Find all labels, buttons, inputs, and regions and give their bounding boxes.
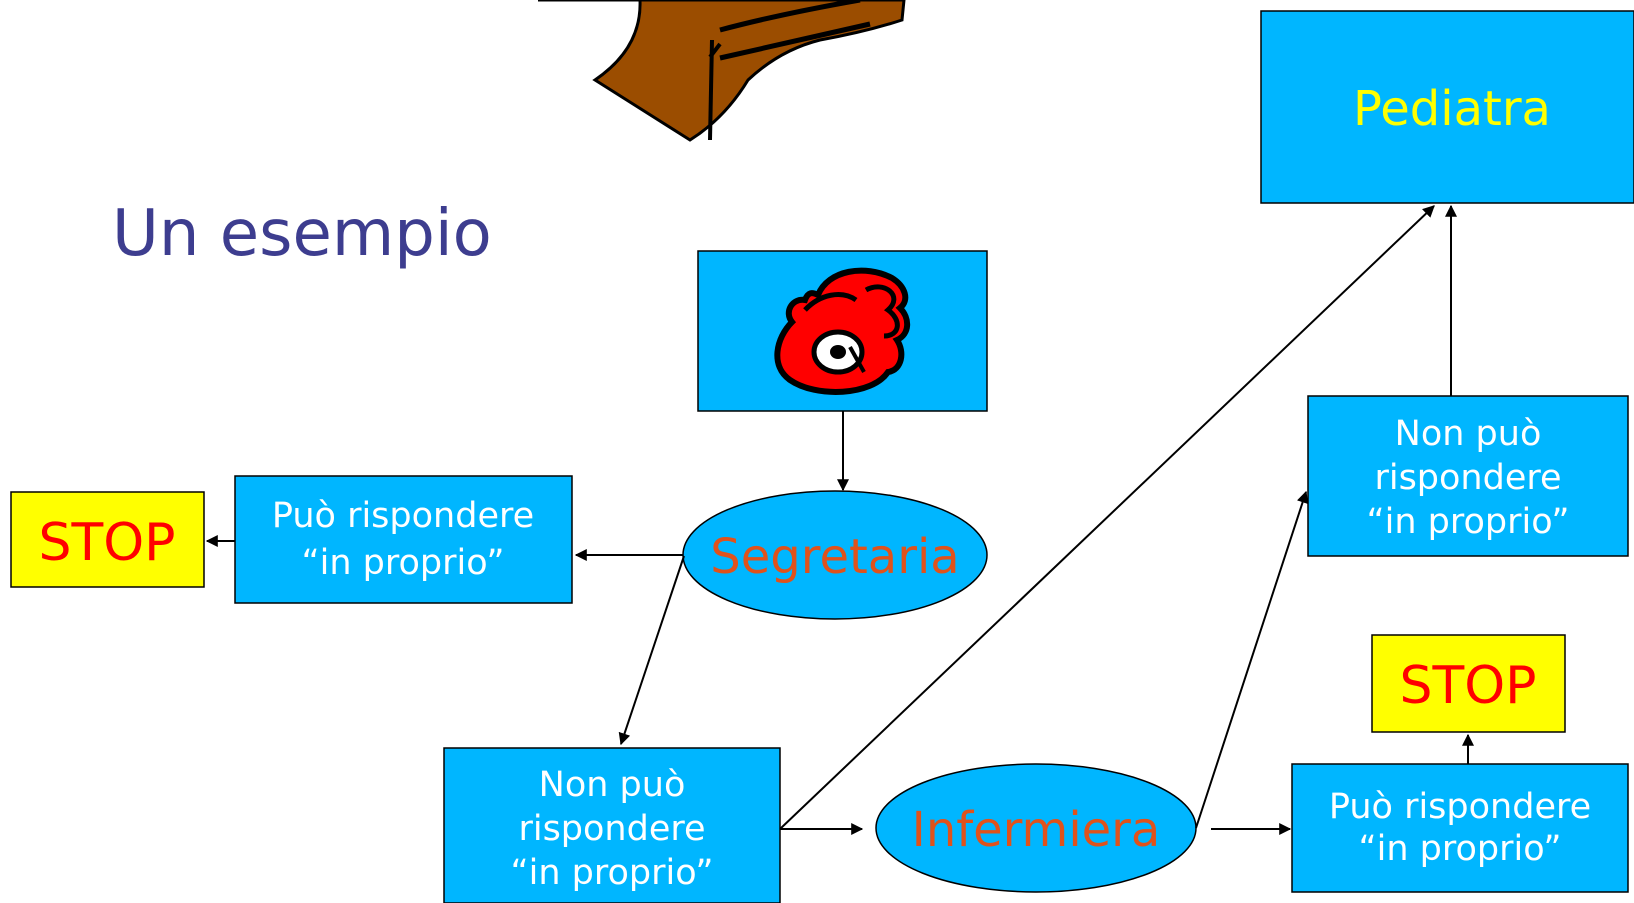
sec-cannot-answer-line3: “in proprio” (510, 853, 713, 893)
sec-cannot-answer-line1: Non può (539, 765, 686, 805)
inf-can-answer-line2: “in proprio” (1358, 829, 1561, 869)
arrow-segretaria-to-cannot-answer (618, 555, 685, 746)
stop-left-label: STOP (38, 513, 175, 573)
stop-right-box: STOP (1371, 634, 1566, 733)
arrow-infermiera-to-cannot-answer (1195, 490, 1309, 829)
inf-cannot-answer-line1: Non può (1395, 414, 1542, 454)
sec-can-answer-box: Può rispondere “in proprio” (234, 475, 573, 604)
inf-can-answer-box: Può rispondere “in proprio” (1291, 763, 1629, 893)
sec-can-answer-line1: Può rispondere (272, 496, 534, 536)
arrow-cannot-answer-to-pediatra (779, 205, 1435, 830)
segretaria-ellipse: Segretaria (682, 490, 988, 620)
telephone-icon (774, 267, 911, 395)
stop-left-box: STOP (10, 491, 205, 588)
segretaria-label: Segretaria (710, 529, 959, 585)
sec-cannot-answer-box: Non può rispondere “in proprio” (443, 747, 781, 903)
inf-cannot-answer-box: Non può rispondere “in proprio” (1307, 395, 1629, 557)
pediatra-label: Pediatra (1353, 81, 1551, 137)
page-title: Un esempio (112, 197, 492, 271)
infermiera-ellipse: Infermiera (875, 763, 1197, 893)
sec-cannot-answer-line2: rispondere (518, 809, 705, 849)
inf-cannot-answer-line2: rispondere (1374, 458, 1561, 498)
pediatra-box: Pediatra (1260, 10, 1634, 204)
infermiera-label: Infermiera (912, 802, 1161, 858)
inf-can-answer-line1: Può rispondere (1329, 787, 1591, 827)
inf-cannot-answer-line3: “in proprio” (1366, 502, 1569, 542)
stop-right-label: STOP (1399, 656, 1536, 716)
telephone-box (697, 250, 988, 412)
sec-can-answer-line2: “in proprio” (301, 543, 504, 583)
wooden-clipart (538, 0, 906, 142)
